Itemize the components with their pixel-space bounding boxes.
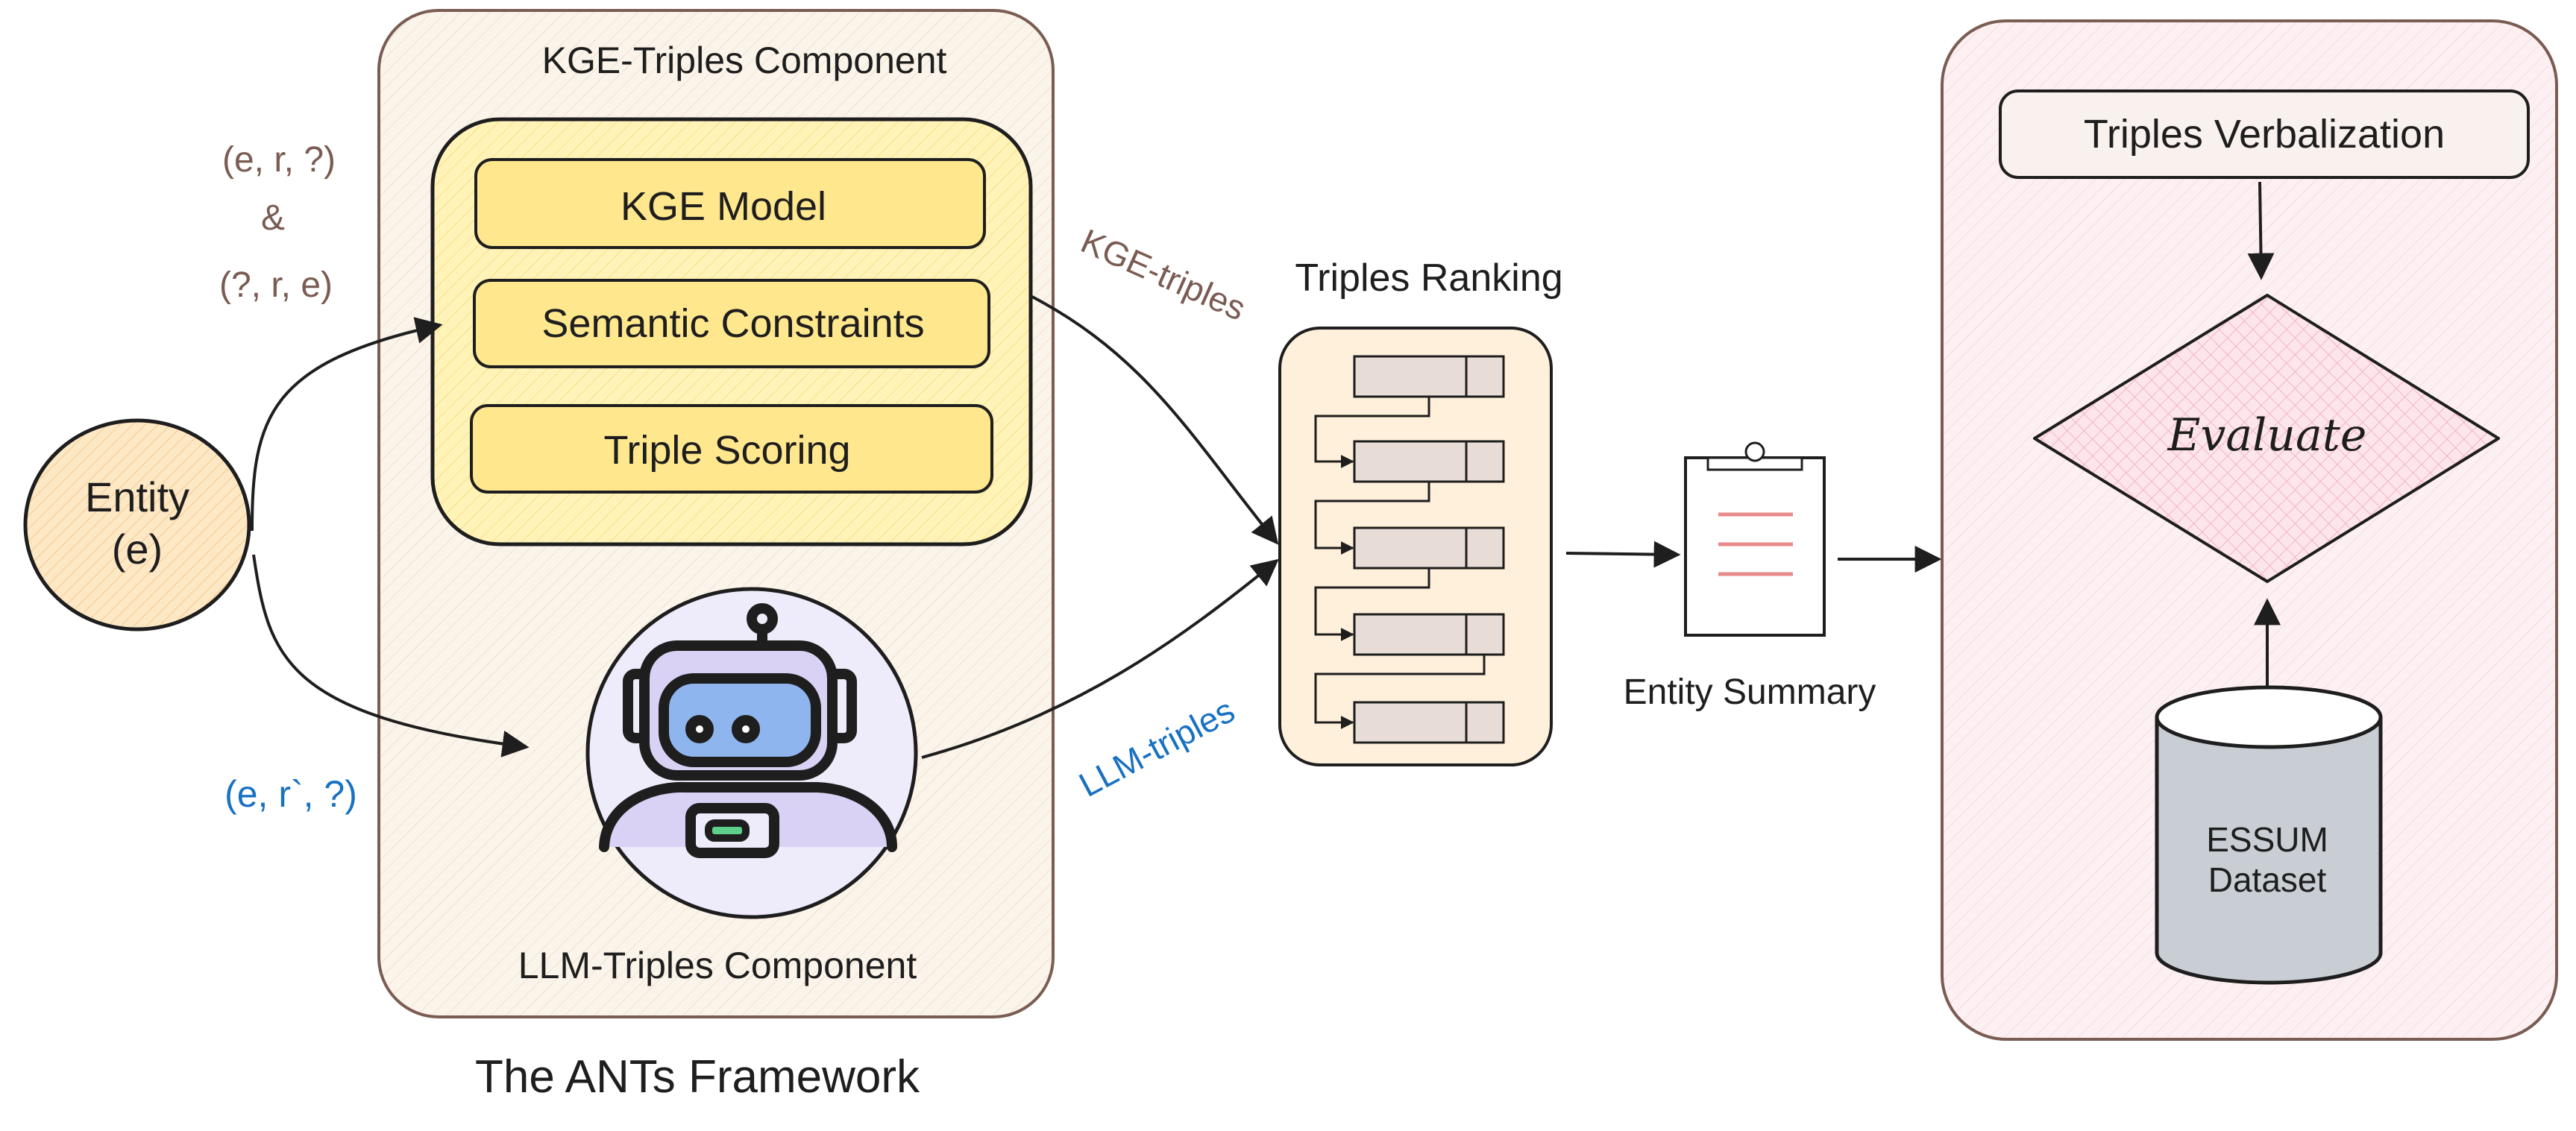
llm-to-ranking-arrow: [921, 558, 1279, 759]
entity-summary-label: Entity Summary: [1624, 672, 1876, 712]
triple-scoring-box: Triple Scoring: [470, 404, 993, 494]
kge-query-line2: &: [261, 198, 285, 238]
entity-to-llm-arrow: [252, 554, 530, 757]
entity-label-line2: (e): [112, 526, 163, 573]
triples-ranking-title: Triples Ranking: [1295, 256, 1562, 300]
kge-to-ranking-arrow: [1031, 295, 1279, 545]
evaluate-diamond: Evaluate: [2033, 294, 2500, 583]
kge-triples-edge-label: KGE-triples: [1075, 221, 1251, 328]
semantic-constraints-box: Semantic Constraints: [473, 279, 990, 368]
llm-component-title: LLM-Triples Component: [518, 945, 917, 986]
ranked-list-icon: [1314, 355, 1505, 744]
rank-bar: [1353, 440, 1505, 483]
triples-verbalization-label: Triples Verbalization: [2084, 112, 2445, 157]
rank-bar: [1353, 355, 1505, 398]
rank-bar: [1353, 526, 1505, 570]
kge-model-box: KGE Model: [474, 158, 986, 249]
entity-node: [23, 418, 251, 631]
kge-query-line3: (?, r, e): [219, 265, 333, 305]
verbalization-to-evaluate-arrow: [2247, 181, 2275, 280]
kge-model-label: KGE Model: [621, 184, 826, 229]
triple-scoring-label: Triple Scoring: [603, 428, 850, 473]
evaluate-label: Evaluate: [2167, 409, 2367, 461]
rank-bar: [1353, 701, 1505, 744]
ranking-to-summary-arrow: [1565, 541, 1681, 568]
framework-title: The ANTs Framework: [475, 1051, 920, 1103]
entity-label-line1: Entity: [85, 473, 189, 520]
triples-verbalization-box: Triples Verbalization: [1999, 89, 2530, 179]
semantic-constraints-label: Semantic Constraints: [541, 301, 924, 346]
entity-to-kge-arrow: [251, 317, 443, 532]
llm-query-label: (e, r`, ?): [224, 773, 357, 815]
dataset-label-line2: Dataset: [2208, 860, 2327, 899]
robot-icon: [599, 603, 897, 858]
rank-bar: [1353, 613, 1505, 656]
database-cylinder-icon: ESSUM Dataset: [2155, 685, 2383, 985]
clipboard-icon: [1684, 441, 1826, 637]
dataset-label-line1: ESSUM: [2206, 820, 2328, 859]
kge-query-line1: (e, r, ?): [222, 140, 336, 180]
llm-triples-edge-label: LLM-triples: [1072, 690, 1240, 804]
kge-component-title: KGE-Triples Component: [542, 40, 947, 81]
